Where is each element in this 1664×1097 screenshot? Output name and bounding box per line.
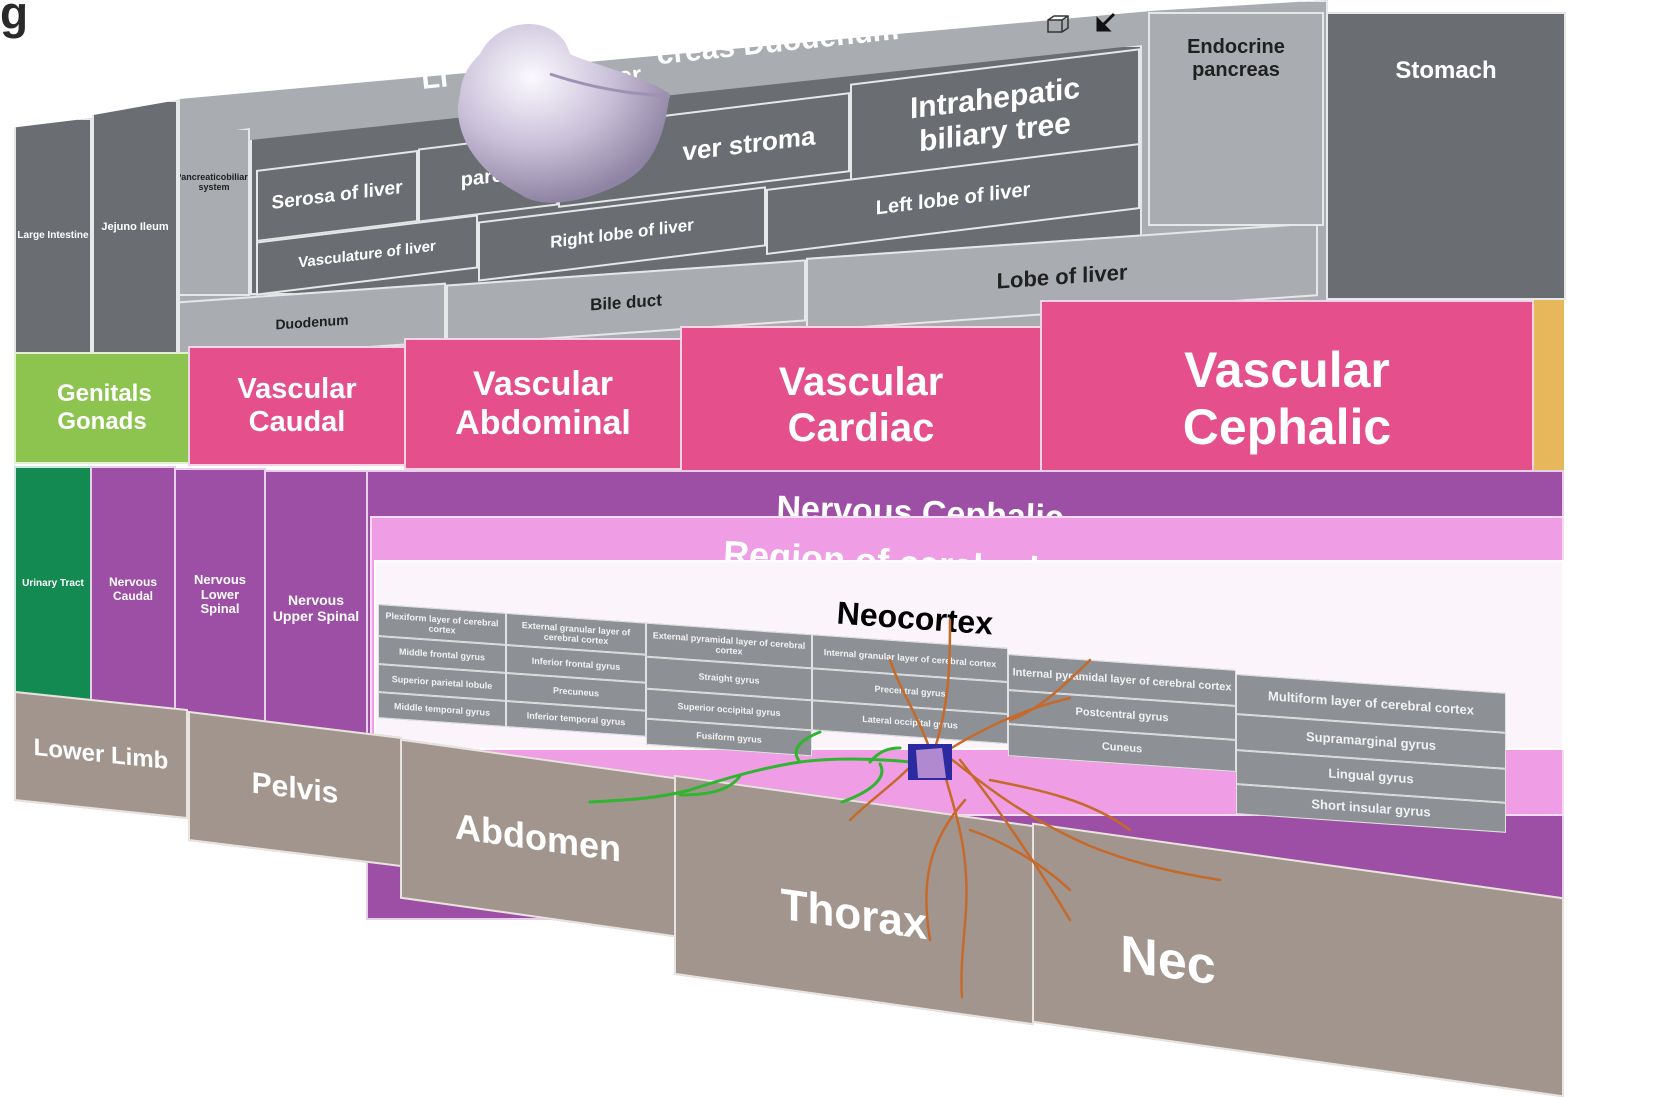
vascular-abdominal-cell[interactable]: Vascular Abdominal bbox=[404, 338, 682, 470]
vascular-caudal-cell[interactable]: Vascular Caudal bbox=[188, 346, 406, 466]
pancreaticobiliary-cell[interactable]: Pancreaticobiliary system bbox=[178, 128, 250, 296]
large-intestine-cell[interactable]: Large Intestine bbox=[14, 118, 92, 354]
side-colored-cell[interactable] bbox=[1534, 300, 1564, 498]
lower-limb-cell[interactable]: Lower Limb bbox=[14, 691, 188, 819]
genitals-gonads-cell[interactable]: Genitals Gonads bbox=[14, 352, 190, 464]
liver-3d-model[interactable] bbox=[440, 14, 680, 214]
neuron-3d-model[interactable] bbox=[570, 580, 1290, 997]
anatomy-treemap-3d-view: g Large Intestine Jejuno Ileum Li creas … bbox=[0, 0, 1664, 997]
endocrine-pancreas-cell[interactable]: Endocrine pancreas bbox=[1148, 12, 1324, 226]
pelvis-cell[interactable]: Pelvis bbox=[188, 711, 402, 867]
cube-icon[interactable] bbox=[1046, 14, 1070, 34]
cropped-title-text: g bbox=[0, 0, 28, 40]
nervous-caudal-cell[interactable]: Nervous Caudal bbox=[90, 466, 176, 714]
urinary-tract-cell[interactable]: Urinary Tract bbox=[14, 466, 92, 702]
arrow-down-left-icon[interactable] bbox=[1094, 12, 1118, 34]
stomach-cell[interactable]: Stomach bbox=[1326, 12, 1566, 300]
jejuno-ileum-cell[interactable]: Jejuno Ileum bbox=[92, 100, 178, 354]
nervous-lower-spinal-cell[interactable]: Nervous Lower Spinal bbox=[174, 468, 266, 722]
nervous-upper-spinal-cell[interactable]: Nervous Upper Spinal bbox=[264, 470, 368, 746]
vascular-cardiac-cell[interactable]: Vascular Cardiac bbox=[680, 326, 1042, 484]
vascular-cephalic-cell[interactable]: Vascular Cephalic bbox=[1040, 300, 1534, 498]
